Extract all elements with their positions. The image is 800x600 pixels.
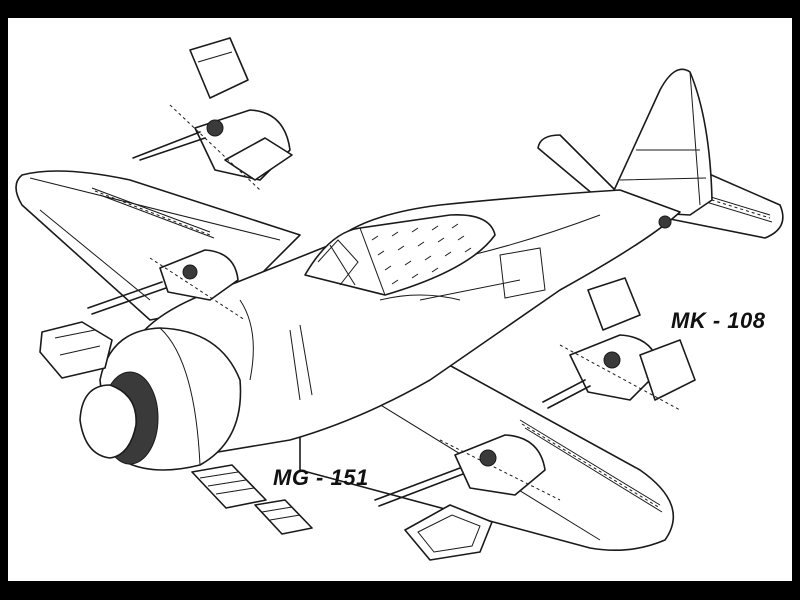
canopy bbox=[304, 214, 496, 296]
label-mg151: MG - 151 bbox=[273, 465, 369, 490]
fuselage bbox=[119, 189, 681, 461]
vertical-fin bbox=[604, 68, 713, 216]
access-panel bbox=[404, 504, 493, 561]
gun-pack-top bbox=[132, 37, 293, 191]
ammo-belts bbox=[191, 464, 313, 535]
aircraft-line-drawing bbox=[15, 37, 784, 561]
wing-gun-left bbox=[39, 249, 246, 379]
engine-cowling bbox=[79, 327, 242, 471]
gun-pack-mk108 bbox=[542, 277, 696, 411]
gun-mg151 bbox=[374, 434, 561, 507]
drawing-panel: MK - 108 MG - 151 bbox=[8, 18, 792, 581]
label-mk108: MK - 108 bbox=[671, 308, 766, 333]
